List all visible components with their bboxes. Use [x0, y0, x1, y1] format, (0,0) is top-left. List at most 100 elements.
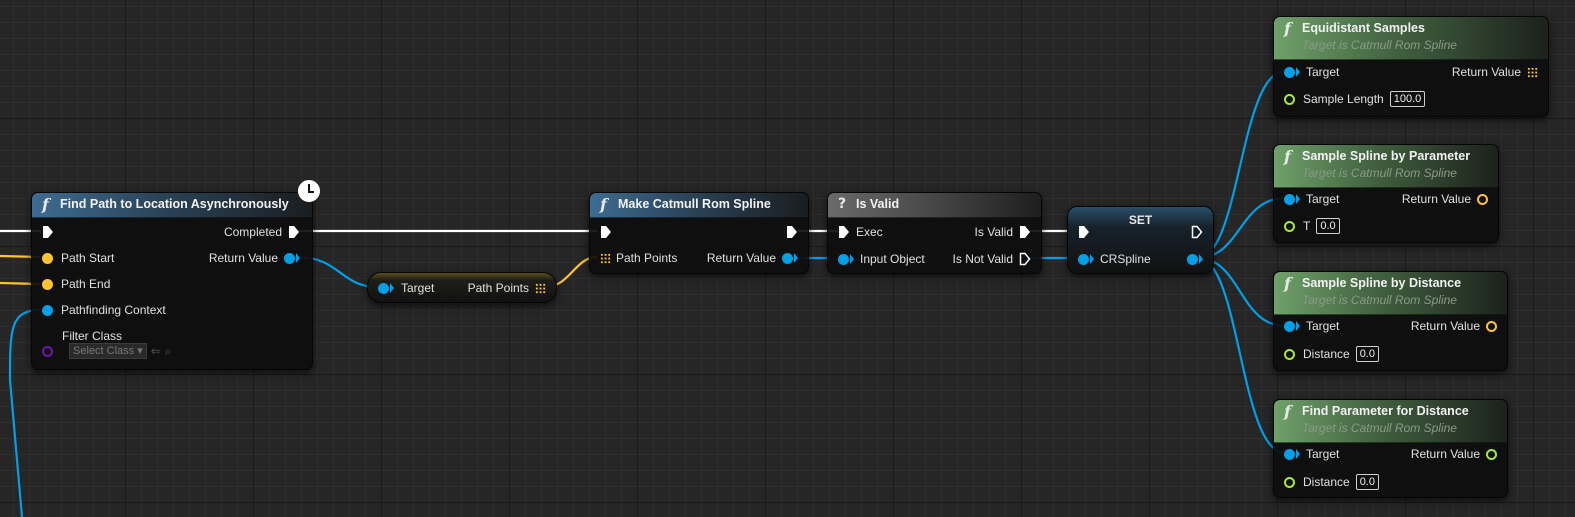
- input-object-pin-row[interactable]: Input Object: [838, 250, 925, 268]
- is-valid-node[interactable]: ? Is Valid Exec Is Valid Input Object Is…: [827, 192, 1042, 274]
- return-value-pin-row[interactable]: Return Value: [209, 249, 300, 267]
- pathfinding-context-pin-row[interactable]: Pathfinding Context: [42, 301, 166, 319]
- object-pin[interactable]: [1187, 253, 1198, 265]
- make-spline-node[interactable]: f Make Catmull Rom Spline Path Points Re…: [589, 192, 809, 274]
- exec-in-pin[interactable]: [1078, 225, 1090, 239]
- exec-in-pin[interactable]: [600, 225, 612, 239]
- exec-out-pin-row[interactable]: [1191, 223, 1203, 241]
- exec-out-pin[interactable]: [1191, 225, 1203, 239]
- path-points-pin-row[interactable]: Path Points: [600, 249, 677, 267]
- float-pin[interactable]: [1284, 93, 1295, 105]
- exec-out-pin[interactable]: [288, 225, 300, 239]
- object-pin[interactable]: [42, 304, 53, 316]
- float-pin[interactable]: [1284, 348, 1295, 360]
- object-pin[interactable]: [1284, 193, 1295, 205]
- crspline-out-pin-row[interactable]: [1187, 250, 1203, 268]
- exec-out-pin[interactable]: [1019, 225, 1031, 239]
- vector-pin[interactable]: [42, 252, 53, 264]
- select-class-dropdown[interactable]: Select Class ▾: [69, 343, 147, 359]
- float-pin[interactable]: [1284, 476, 1295, 488]
- t-label: T: [1303, 219, 1311, 233]
- float-pin[interactable]: [1284, 220, 1295, 232]
- find-path-node[interactable]: f Find Path to Location Asynchronously C…: [31, 192, 313, 370]
- exec-in-pin-row[interactable]: [1078, 223, 1090, 241]
- return-value-pin-row[interactable]: Return Value: [1452, 63, 1538, 81]
- path-points-label: Path Points: [616, 251, 678, 265]
- sample-by-parameter-node[interactable]: f Sample Spline by Parameter Target is C…: [1273, 144, 1499, 243]
- set-node[interactable]: SET CRSpline: [1067, 206, 1214, 274]
- exec-in-pin-row[interactable]: [600, 223, 612, 241]
- equidistant-header[interactable]: f Equidistant Samples Target is Catmull …: [1274, 17, 1548, 60]
- target-label: Target: [1306, 192, 1340, 206]
- path-end-label: Path End: [61, 277, 111, 291]
- find-parameter-header[interactable]: f Find Parameter for Distance Target is …: [1274, 400, 1507, 443]
- vector-pin[interactable]: [42, 278, 53, 290]
- sample-by-distance-node[interactable]: f Sample Spline by Distance Target is Ca…: [1273, 271, 1508, 371]
- distance-input[interactable]: 0.0: [1355, 346, 1379, 362]
- distance-pin-row[interactable]: Distance 0.0: [1284, 473, 1379, 491]
- find-path-header[interactable]: f Find Path to Location Asynchronously: [32, 193, 312, 218]
- use-selected-icon[interactable]: ⇐: [150, 344, 161, 358]
- return-value-pin-row[interactable]: Return Value: [707, 249, 798, 267]
- function-icon: f: [1284, 274, 1291, 293]
- sample-by-parameter-subtitle: Target is Catmull Rom Spline: [1302, 166, 1457, 180]
- object-pin[interactable]: [378, 282, 389, 294]
- class-pin[interactable]: [42, 345, 53, 357]
- distance-pin-row[interactable]: Distance 0.0: [1284, 345, 1379, 363]
- float-out-pin[interactable]: [1486, 448, 1497, 460]
- return-value-pin-row[interactable]: Return Value: [1411, 317, 1497, 335]
- path-start-label: Path Start: [61, 251, 115, 265]
- distance-input[interactable]: 0.0: [1355, 474, 1379, 490]
- exec-in-pin[interactable]: [838, 225, 850, 239]
- object-pin[interactable]: [838, 253, 849, 265]
- target-pin-row[interactable]: Target: [1284, 190, 1339, 208]
- exec-out-pin[interactable]: [1019, 252, 1031, 266]
- vector-out-pin[interactable]: [1486, 320, 1497, 332]
- exec-out-pin[interactable]: [786, 225, 798, 239]
- exec-in-pin[interactable]: [42, 225, 54, 239]
- completed-pin-row[interactable]: Completed: [224, 223, 300, 241]
- target-pin-row[interactable]: Target: [1284, 317, 1339, 335]
- is-not-valid-pin-row[interactable]: Is Not Valid: [953, 250, 1031, 268]
- return-value-label: Return Value: [1410, 447, 1480, 461]
- target-pin-row[interactable]: Target: [1284, 445, 1339, 463]
- is-valid-pin-row[interactable]: Is Valid: [975, 223, 1031, 241]
- target-pin-row[interactable]: Target: [1284, 63, 1339, 81]
- array-pin-icon[interactable]: [1527, 66, 1538, 78]
- make-spline-header[interactable]: f Make Catmull Rom Spline: [590, 193, 808, 218]
- exec-pin-row[interactable]: Exec: [838, 223, 883, 241]
- t-input[interactable]: 0.0: [1316, 218, 1340, 234]
- get-path-points-node[interactable]: Target Path Points: [367, 272, 557, 303]
- object-pin[interactable]: [782, 252, 793, 264]
- vector-out-pin[interactable]: [1477, 193, 1488, 205]
- exec-out-pin-row[interactable]: [786, 223, 798, 241]
- object-pin[interactable]: [1284, 66, 1295, 78]
- sample-length-input[interactable]: 100.0: [1389, 91, 1426, 107]
- object-pin[interactable]: [1284, 448, 1295, 460]
- filter-class-pin-row[interactable]: Select Class ▾ ⇐ ⌕: [42, 342, 172, 360]
- t-pin-row[interactable]: T 0.0: [1284, 217, 1340, 235]
- pin-arrow-icon: [296, 253, 300, 263]
- sample-by-parameter-header[interactable]: f Sample Spline by Parameter Target is C…: [1274, 145, 1498, 188]
- path-start-pin-row[interactable]: Path Start: [42, 249, 114, 267]
- make-spline-title: Make Catmull Rom Spline: [618, 197, 771, 211]
- exec-in-pin-row[interactable]: [42, 223, 54, 241]
- browse-icon[interactable]: ⌕: [164, 343, 172, 358]
- object-pin[interactable]: [284, 252, 295, 264]
- path-points-out-row[interactable]: Path Points: [468, 279, 546, 297]
- object-pin[interactable]: [1284, 320, 1295, 332]
- target-pin-row[interactable]: Target: [378, 279, 434, 297]
- return-value-pin-row[interactable]: Return Value: [1411, 445, 1497, 463]
- crspline-in-pin-row[interactable]: CRSpline: [1078, 250, 1151, 268]
- find-parameter-node[interactable]: f Find Parameter for Distance Target is …: [1273, 399, 1508, 498]
- object-wire-context: [8, 308, 41, 517]
- is-valid-header[interactable]: ? Is Valid: [828, 193, 1041, 218]
- path-end-pin-row[interactable]: Path End: [42, 275, 110, 293]
- sample-by-distance-header[interactable]: f Sample Spline by Distance Target is Ca…: [1274, 272, 1507, 315]
- return-value-pin-row[interactable]: Return Value: [1402, 190, 1488, 208]
- array-pin-icon[interactable]: [600, 252, 611, 264]
- sample-length-pin-row[interactable]: Sample Length 100.0: [1284, 90, 1426, 108]
- array-pin-icon[interactable]: [535, 282, 546, 294]
- equidistant-samples-node[interactable]: f Equidistant Samples Target is Catmull …: [1273, 16, 1549, 117]
- object-pin[interactable]: [1078, 253, 1089, 265]
